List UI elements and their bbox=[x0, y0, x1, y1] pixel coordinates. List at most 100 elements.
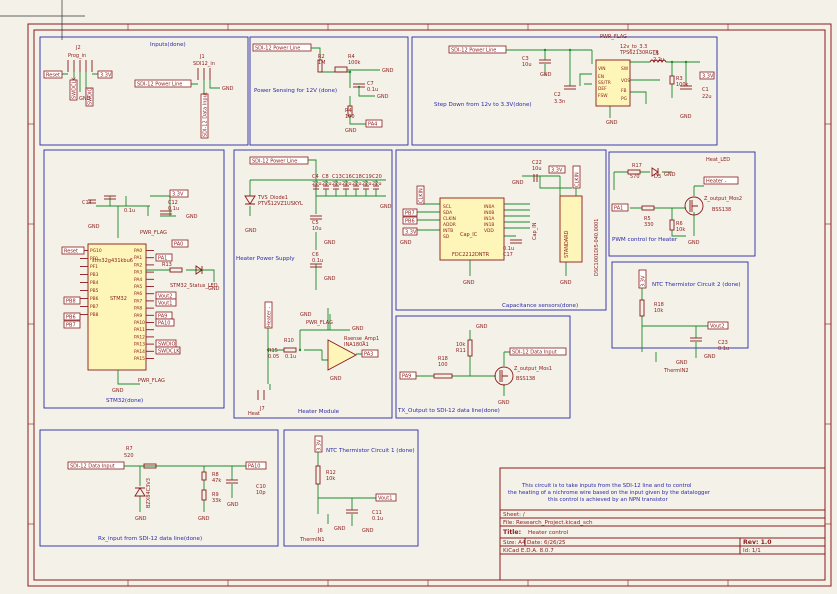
vout2-label-stm: Vout2 bbox=[158, 294, 172, 300]
sdi-data-label-rx: SDI-12 Data Input bbox=[70, 464, 115, 470]
c5-ref: C5 bbox=[312, 220, 319, 226]
stm32-pin-pb5: PB5 bbox=[90, 288, 99, 294]
r17-ref: R17 bbox=[632, 163, 642, 169]
r9-ref: R9 bbox=[212, 492, 219, 498]
stm32-pin-pb8: PB8 bbox=[90, 312, 99, 318]
frame-ticks bbox=[28, 24, 831, 586]
c17-ref: C17 bbox=[503, 252, 513, 258]
stm32-pin-pa11: PA11 bbox=[134, 327, 145, 333]
ic-sd-pin-def: DEF bbox=[598, 86, 607, 92]
c2-value: 3.3n bbox=[554, 99, 565, 105]
block-pwm: Heat_LED R17 570 D3 GND Heater - PA1 R5 … bbox=[608, 151, 756, 257]
tvs-value: PTVS12VZ1USKYL bbox=[258, 201, 303, 207]
j7-ref: J7 bbox=[259, 406, 265, 412]
fdc-pin-vdd: VDD bbox=[484, 228, 494, 234]
heat-led-icon bbox=[651, 167, 659, 177]
vout1-label-stm: Vout1 bbox=[158, 301, 172, 307]
block-tx: GND PA9 R18 100 10k R11 SDI-12 Data Inpu… bbox=[395, 315, 571, 419]
pb7-label-cap: PB7 bbox=[405, 211, 415, 217]
cap-bank-value-c8: 22u bbox=[322, 181, 332, 187]
r5-ref: R5 bbox=[644, 216, 651, 222]
c10-value: 10p bbox=[256, 490, 266, 496]
gnd-ntc1-2: GND bbox=[334, 526, 346, 532]
block-stm32-title: STM32(done) bbox=[106, 398, 143, 404]
j6-ref: J6 bbox=[317, 528, 323, 534]
thermin2-label: ThermIN2 bbox=[663, 368, 689, 374]
clkin-label-cap-v: CLKIN bbox=[575, 172, 581, 187]
reset-label-box[interactable] bbox=[43, 70, 63, 79]
j2-value: Prog_in bbox=[68, 53, 86, 59]
thermin1-label: ThermIN1 bbox=[299, 537, 325, 543]
c7-value: 0.1u bbox=[367, 87, 378, 93]
stm32-pin-pf1: PF1 bbox=[90, 264, 98, 270]
r18-tx-ref: R18 bbox=[438, 356, 448, 362]
r8-value: 47k bbox=[212, 478, 221, 484]
gnd-tx-1: GND bbox=[476, 324, 488, 330]
cap-in-ref: Cap_IN bbox=[532, 222, 538, 240]
sdi-power-label-ps: SDI-12 Power Line bbox=[255, 46, 300, 52]
clkin-label-cap: CLKIN bbox=[419, 188, 425, 203]
block-rx: SDI-12 Data Input R7 520 BZX84C3V3 GND R… bbox=[39, 429, 279, 547]
v33-label-sd: 3.3V bbox=[702, 74, 714, 80]
pa9-label-stm: PA9 bbox=[158, 314, 167, 320]
stm32-pin-pa8: PA8 bbox=[134, 306, 142, 312]
r4-ref-top: R4 bbox=[348, 54, 355, 60]
gnd-sd-1: GND bbox=[540, 72, 552, 78]
gnd-stm-2: GND bbox=[186, 214, 198, 220]
note-line-1: This circuit is to take inputs from the … bbox=[521, 483, 692, 489]
c1-ref: C1 bbox=[702, 87, 709, 93]
sdi-power-label-hps: SDI-12 Power Line bbox=[252, 159, 297, 165]
gnd-hps-2: GND bbox=[324, 240, 336, 246]
c22-ref: C22 bbox=[532, 160, 542, 166]
r3-value: 100k bbox=[676, 82, 689, 88]
mos2-value: BSS138 bbox=[712, 207, 731, 213]
note-line-2: the heating of a nichrome wire based on … bbox=[508, 490, 711, 496]
gnd-tx-2: GND bbox=[498, 400, 510, 406]
ic-sd-pin-fb: FB bbox=[621, 88, 627, 94]
r17-value: 570 bbox=[630, 174, 640, 180]
r3-ref: R3 bbox=[676, 76, 683, 82]
r10-value: 0.1u bbox=[285, 354, 296, 360]
gnd-hm-2: GND bbox=[352, 326, 364, 332]
c6-value: 0.1u bbox=[312, 258, 323, 264]
v33-label-stm: 3.3V bbox=[172, 192, 184, 198]
gnd-ntc1: GND bbox=[362, 528, 374, 534]
block-inputs-title: Inputs(done) bbox=[150, 42, 186, 48]
pa4-label: PA4 bbox=[368, 122, 377, 128]
design-note: This circuit is to take inputs from the … bbox=[499, 467, 826, 511]
fdc-pin-scl: SCL bbox=[443, 204, 452, 210]
cap-bank-value-c19: 22u bbox=[362, 181, 372, 187]
tb-rev: Rev: 1.0 bbox=[743, 539, 772, 546]
pwr-flag-heater: PWR_FLAG bbox=[306, 320, 333, 326]
mosfet-tx-icon bbox=[494, 366, 514, 386]
c12-value: 0.1u bbox=[168, 206, 179, 212]
pa1-label-pwm: PA1 bbox=[614, 206, 623, 212]
v33-label-cap2: 3.3V bbox=[405, 230, 417, 236]
stm32-pin-pa1: PA1 bbox=[134, 255, 142, 261]
pb7-label: PB7 bbox=[66, 323, 76, 329]
block-cap-sensors: 3.3V CLKIN C22 10u GND CLKIN PB7 PB6 3.3… bbox=[395, 149, 607, 311]
stm32-pin-pb3: PB3 bbox=[90, 272, 99, 278]
mosfet-pwm-icon bbox=[684, 196, 704, 216]
r11-ref: R11 bbox=[456, 348, 466, 354]
stm32-pin-pa15: PA15 bbox=[134, 356, 145, 362]
stm32-pin-pa0: PA0 bbox=[134, 248, 142, 254]
gnd-hm-1: GND bbox=[300, 312, 312, 318]
block-power-sensing: SDI-12 Power Line R2 1M R4 100k GND C7 0… bbox=[249, 36, 409, 146]
stm32-pin-pa3: PA3 bbox=[134, 270, 142, 276]
r13-ref: R13 bbox=[162, 262, 172, 268]
sheet-inner-frame bbox=[33, 29, 826, 581]
l1-ref: L1 bbox=[653, 51, 659, 57]
j1-ref: J1 bbox=[199, 54, 205, 60]
gnd-stm-3: GND bbox=[112, 388, 124, 394]
block-power-sensing-title: Power Sensing for 12V (done) bbox=[254, 88, 337, 94]
r2-value: 1M bbox=[318, 60, 326, 66]
gnd-sd-2: GND bbox=[606, 120, 618, 126]
block-heater-ps-title: Heater Power Supply bbox=[236, 256, 295, 262]
c5-value: 10u bbox=[312, 226, 322, 232]
vout2-label: Vout2 bbox=[710, 324, 724, 330]
ic-fdc2212 bbox=[439, 197, 505, 261]
tb-date: Date: 6/26/25 bbox=[527, 540, 566, 546]
block-inputs: Inputs(done) J2 Prog_in J1 SDI12_in Rese… bbox=[39, 36, 249, 146]
gnd-hps-3: GND bbox=[324, 276, 336, 282]
